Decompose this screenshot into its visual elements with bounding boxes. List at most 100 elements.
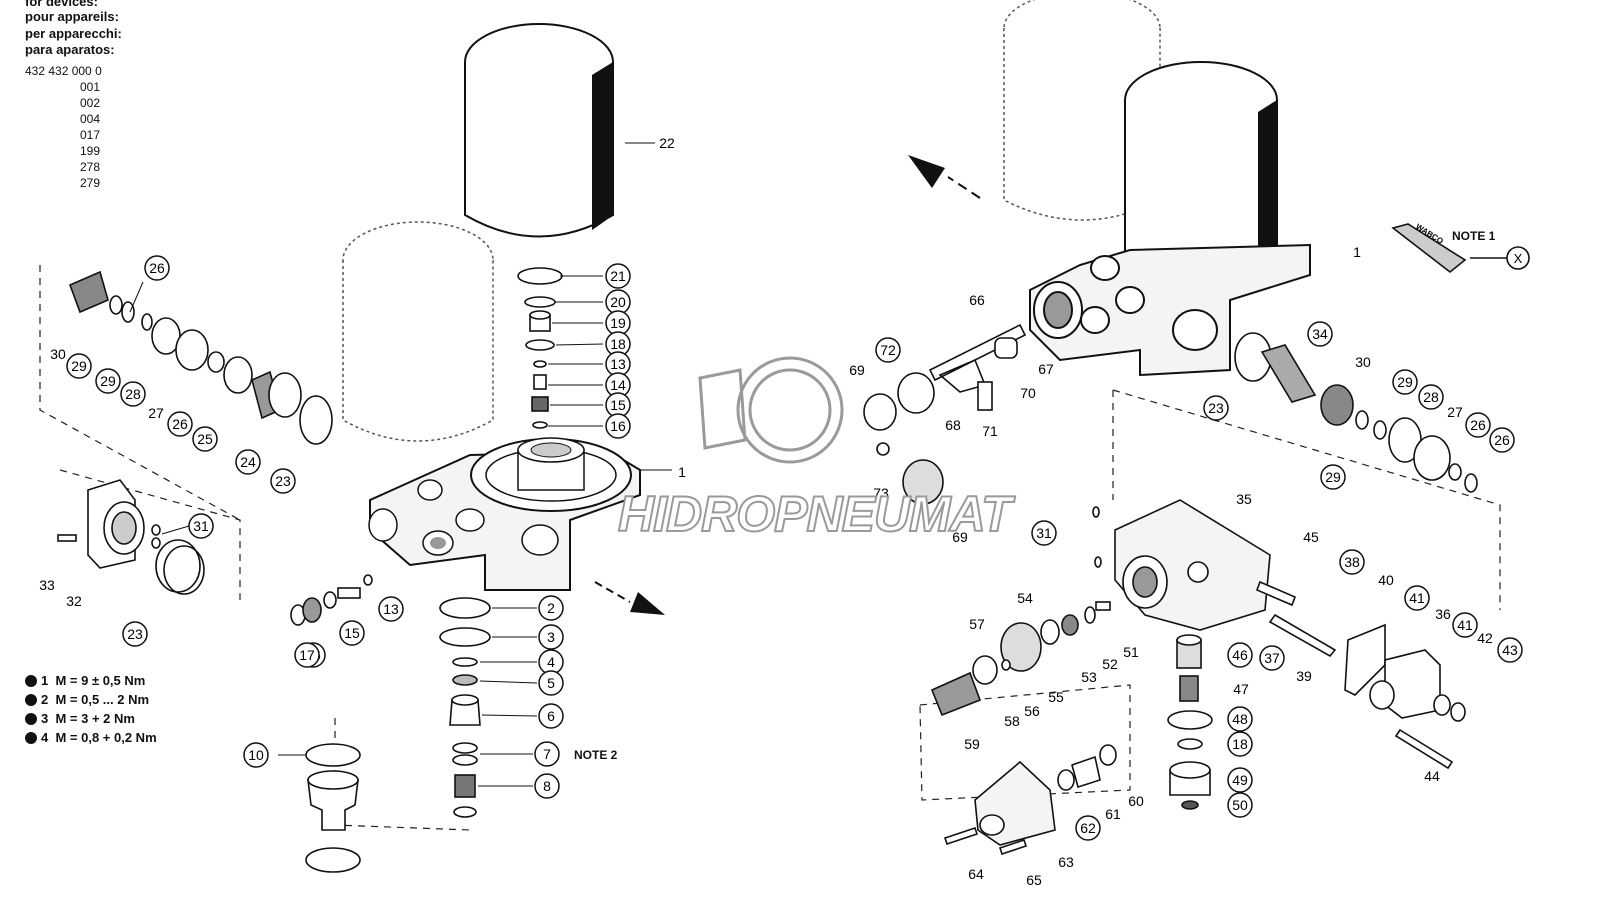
- leader-line: [555, 343, 604, 346]
- right-side-parts: [863, 223, 1530, 856]
- note-1-label: NOTE 1: [1452, 229, 1496, 243]
- callout-label: 63: [1058, 854, 1074, 870]
- callout-label: 6: [547, 708, 555, 724]
- callout-label-circle: [538, 624, 564, 650]
- callout-label-circle: [538, 595, 564, 621]
- callout-label: 26: [172, 416, 188, 432]
- callout-label: 68: [945, 417, 961, 433]
- callout-label: 3: [547, 629, 555, 645]
- callout-label-circle: [1320, 464, 1346, 490]
- part-stack-10-12: [305, 743, 361, 873]
- callout-label: 45: [1303, 529, 1319, 545]
- direction-arrow-head: [908, 155, 945, 188]
- callout-label: 51: [1123, 644, 1139, 660]
- callout-label-circle: [144, 255, 170, 281]
- callout-label-circle: [1339, 549, 1365, 575]
- callout-label: 23: [275, 473, 291, 489]
- direction-arrow: [947, 176, 981, 199]
- callout-label: 67: [1038, 361, 1054, 377]
- callout-label-circle: [1203, 395, 1229, 421]
- part-stack-bottom: [439, 597, 491, 818]
- filter-cartridge-22: [464, 23, 614, 238]
- callout-label-circle: [875, 337, 901, 363]
- note-2-label: NOTE 2: [574, 748, 618, 762]
- callout-label: 17: [299, 647, 315, 663]
- callout-label: 26: [1494, 432, 1510, 448]
- callout-label: 19: [610, 315, 626, 331]
- torque-icon: [25, 675, 37, 687]
- callout-label-circle: [120, 381, 146, 407]
- dashed-guide: [919, 684, 1131, 801]
- callout-label: 57: [969, 616, 985, 632]
- callout-label-circle: [243, 742, 269, 768]
- callout-label-circle: [192, 426, 218, 452]
- callout-label: 32: [66, 593, 82, 609]
- applies-to-line-3: per apparecchi:: [25, 26, 122, 41]
- callout-label-circle: [1392, 369, 1418, 395]
- callout-label: 31: [1036, 525, 1052, 541]
- torque-spec-2: 2 M = 0,5 ... 2 Nm: [25, 692, 149, 707]
- callout-label: 38: [1344, 554, 1360, 570]
- callout-label: 37: [1264, 650, 1280, 666]
- callout-label: 16: [610, 418, 626, 434]
- callout-label: 13: [383, 601, 399, 617]
- callout-label-circle: [1497, 637, 1523, 663]
- callout-label: 27: [1447, 404, 1463, 420]
- callout-label: 53: [1081, 669, 1097, 685]
- callout-label: 65: [1026, 872, 1042, 888]
- callout-label: 40: [1378, 572, 1394, 588]
- direction-arrow: [594, 581, 631, 603]
- torque-spec-1: 1 M = 9 ± 0,5 Nm: [25, 673, 145, 688]
- callout-label: 27: [148, 405, 164, 421]
- callout-label: 29: [100, 373, 116, 389]
- callout-label: 58: [1004, 713, 1020, 729]
- callout-label-circle: [1227, 767, 1253, 793]
- callout-label: 69: [952, 529, 968, 545]
- valve-housing-right: [1029, 243, 1311, 377]
- callout-label: 24: [240, 454, 256, 470]
- callout-label-circle: [1227, 706, 1253, 732]
- torque-icon: [25, 732, 37, 744]
- valve-housing-1: [368, 437, 641, 591]
- callout-label: 33: [39, 577, 55, 593]
- callout-label: 1: [678, 464, 686, 480]
- callout-label-circle: [270, 468, 296, 494]
- callout-label-circle: [1259, 645, 1285, 671]
- torque-icon: [25, 713, 37, 725]
- callout-label: 70: [1020, 385, 1036, 401]
- callout-label-circle: [534, 741, 560, 767]
- callout-label: 28: [1423, 389, 1439, 405]
- callout-label: 18: [610, 336, 626, 352]
- callout-label: 26: [1470, 417, 1486, 433]
- callout-label: 30: [1355, 354, 1371, 370]
- callout-label-circle: [1452, 612, 1478, 638]
- callout-label: 21: [610, 268, 626, 284]
- callout-label-circle: [1227, 731, 1253, 757]
- callout-label: 52: [1102, 656, 1118, 672]
- callout-label: 2: [547, 600, 555, 616]
- callout-label: 4: [547, 654, 555, 670]
- callout-label: 43: [1502, 642, 1518, 658]
- callout-label: 23: [1208, 400, 1224, 416]
- applies-to-line-4: para aparatos:: [25, 42, 115, 57]
- part-prefix: 432 432 000 0: [25, 64, 102, 78]
- dashed-guide: [334, 718, 471, 831]
- leader-line: [161, 525, 190, 535]
- callout-label: 39: [1296, 668, 1312, 684]
- callout-label: 72: [880, 342, 896, 358]
- callout-label: 18: [1232, 736, 1248, 752]
- callout-label: 30: [50, 346, 66, 362]
- callout-label-circle: [1465, 412, 1491, 438]
- filter-cartridge-ghost: [342, 221, 494, 442]
- callout-label-circle: [339, 620, 365, 646]
- callout-label-circle: [1227, 642, 1253, 668]
- part-stack-top: [517, 267, 563, 429]
- callout-label: 46: [1232, 647, 1248, 663]
- callout-label: 59: [964, 736, 980, 752]
- callout-label: 35: [1236, 491, 1252, 507]
- callout-label-circle: [188, 513, 214, 539]
- applies-to-line-1: for devices:: [25, 0, 98, 9]
- callout-label: 25: [197, 431, 213, 447]
